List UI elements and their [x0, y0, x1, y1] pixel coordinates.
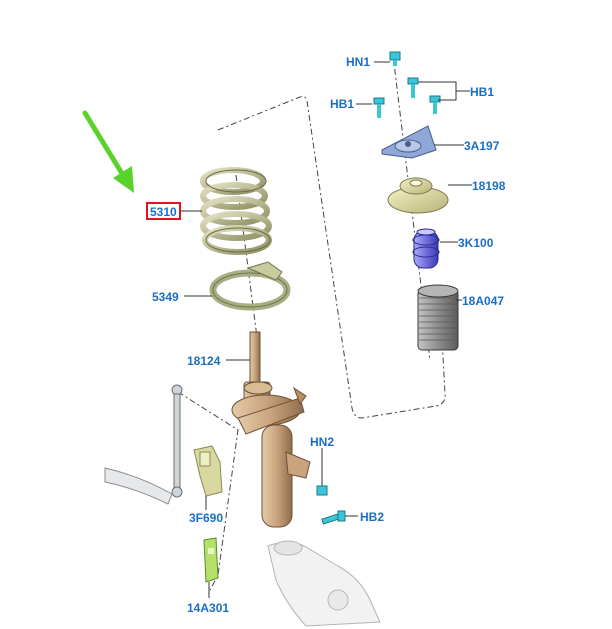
bump-stop: [412, 228, 440, 269]
stabilizer-link: [104, 384, 183, 505]
spring-insulator: [209, 261, 291, 311]
label-hb1-right[interactable]: HB1: [470, 85, 494, 99]
bolt-hb1-left-icon: [373, 97, 385, 118]
bracket-3f690: [193, 445, 223, 497]
shock-strut: [231, 331, 311, 528]
label-hb2[interactable]: HB2: [360, 510, 384, 524]
label-14a301[interactable]: 14A301: [187, 601, 229, 615]
label-18124[interactable]: 18124: [187, 354, 221, 368]
label-18198[interactable]: 18198: [472, 179, 506, 193]
group-frame-lower: [177, 391, 239, 591]
label-5349[interactable]: 5349: [152, 290, 179, 304]
label-3a197[interactable]: 3A197: [464, 139, 500, 153]
coil-spring: [200, 167, 272, 255]
pointer-arrow-icon: [82, 110, 134, 193]
spring-seat: [387, 177, 449, 214]
label-3k100[interactable]: 3K100: [458, 236, 494, 250]
bracket-14a301: [203, 537, 219, 583]
label-3f690[interactable]: 3F690: [189, 511, 223, 525]
steering-knuckle: [267, 540, 381, 627]
nut-hn1-icon: [389, 51, 401, 66]
axis-lower: [235, 174, 259, 346]
highlight-box: [146, 202, 181, 220]
top-mount: [381, 125, 437, 159]
label-hn1[interactable]: HN1: [346, 55, 370, 69]
label-hb1-left[interactable]: HB1: [330, 97, 354, 111]
bolt-hb1-mid-icon: [407, 77, 419, 98]
label-5310[interactable]: 5310: [150, 205, 177, 219]
bolt-hb1-right-icon: [429, 95, 441, 114]
dust-boot: [417, 284, 459, 351]
group-frame-upper: [217, 96, 446, 419]
nut-hn2-icon: [316, 485, 328, 496]
label-hn2[interactable]: HN2: [310, 435, 334, 449]
bolt-hb2-icon: [321, 510, 346, 525]
leader-lines: [180, 61, 472, 598]
label-18a047[interactable]: 18A047: [462, 294, 504, 308]
